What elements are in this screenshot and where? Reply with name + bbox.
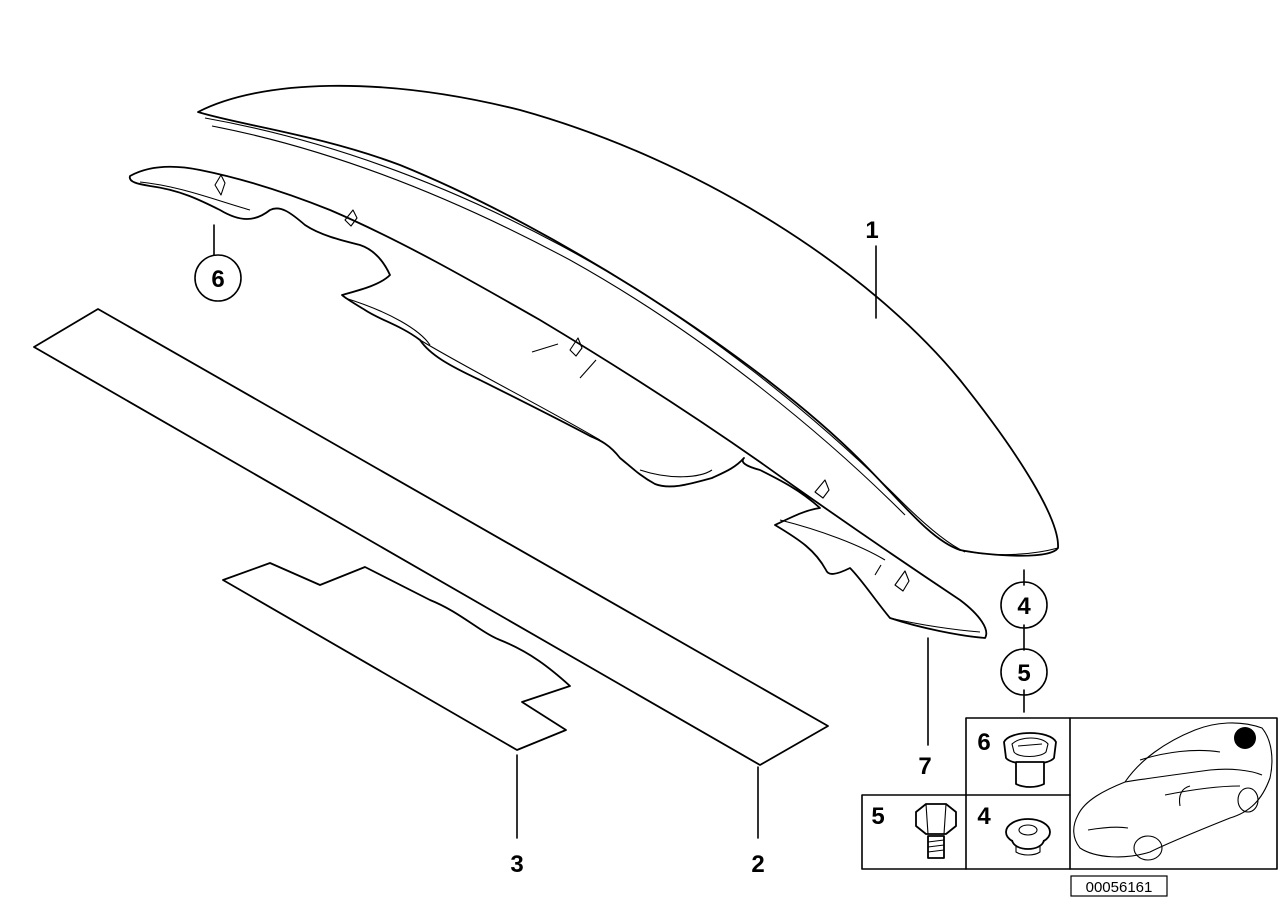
callout-5-circle bbox=[1000, 648, 1048, 696]
pad-part-3 bbox=[222, 562, 571, 751]
callout-6: 6 bbox=[211, 266, 224, 293]
callout-3: 3 bbox=[510, 851, 523, 878]
callout-5: 5 bbox=[1017, 660, 1030, 687]
bolt-icon bbox=[915, 803, 957, 859]
callout-6-circle bbox=[194, 254, 242, 302]
detail-label-4: 4 bbox=[977, 803, 991, 830]
detail-label-6: 6 bbox=[977, 729, 990, 756]
reference-number: 00056161 bbox=[1086, 879, 1153, 896]
callout-4: 4 bbox=[1017, 593, 1031, 620]
clip-icon bbox=[1003, 732, 1057, 788]
reference-box bbox=[1070, 875, 1168, 897]
detail-label-5: 5 bbox=[871, 803, 884, 830]
location-marker-icon bbox=[1234, 727, 1256, 749]
detail-box: 6 5 4 bbox=[861, 717, 1278, 870]
callout-7: 7 bbox=[918, 753, 931, 780]
grommet-icon bbox=[1005, 818, 1051, 856]
leader-lines bbox=[213, 224, 1025, 839]
pad-part-2 bbox=[33, 308, 829, 766]
callout-2: 2 bbox=[751, 851, 764, 878]
callout-4-circle bbox=[1000, 581, 1048, 629]
spoiler-part-1 bbox=[197, 84, 1059, 557]
callout-1: 1 bbox=[865, 217, 878, 244]
car-location-icon bbox=[1073, 722, 1273, 861]
spoiler-frame-part-7 bbox=[128, 165, 988, 639]
